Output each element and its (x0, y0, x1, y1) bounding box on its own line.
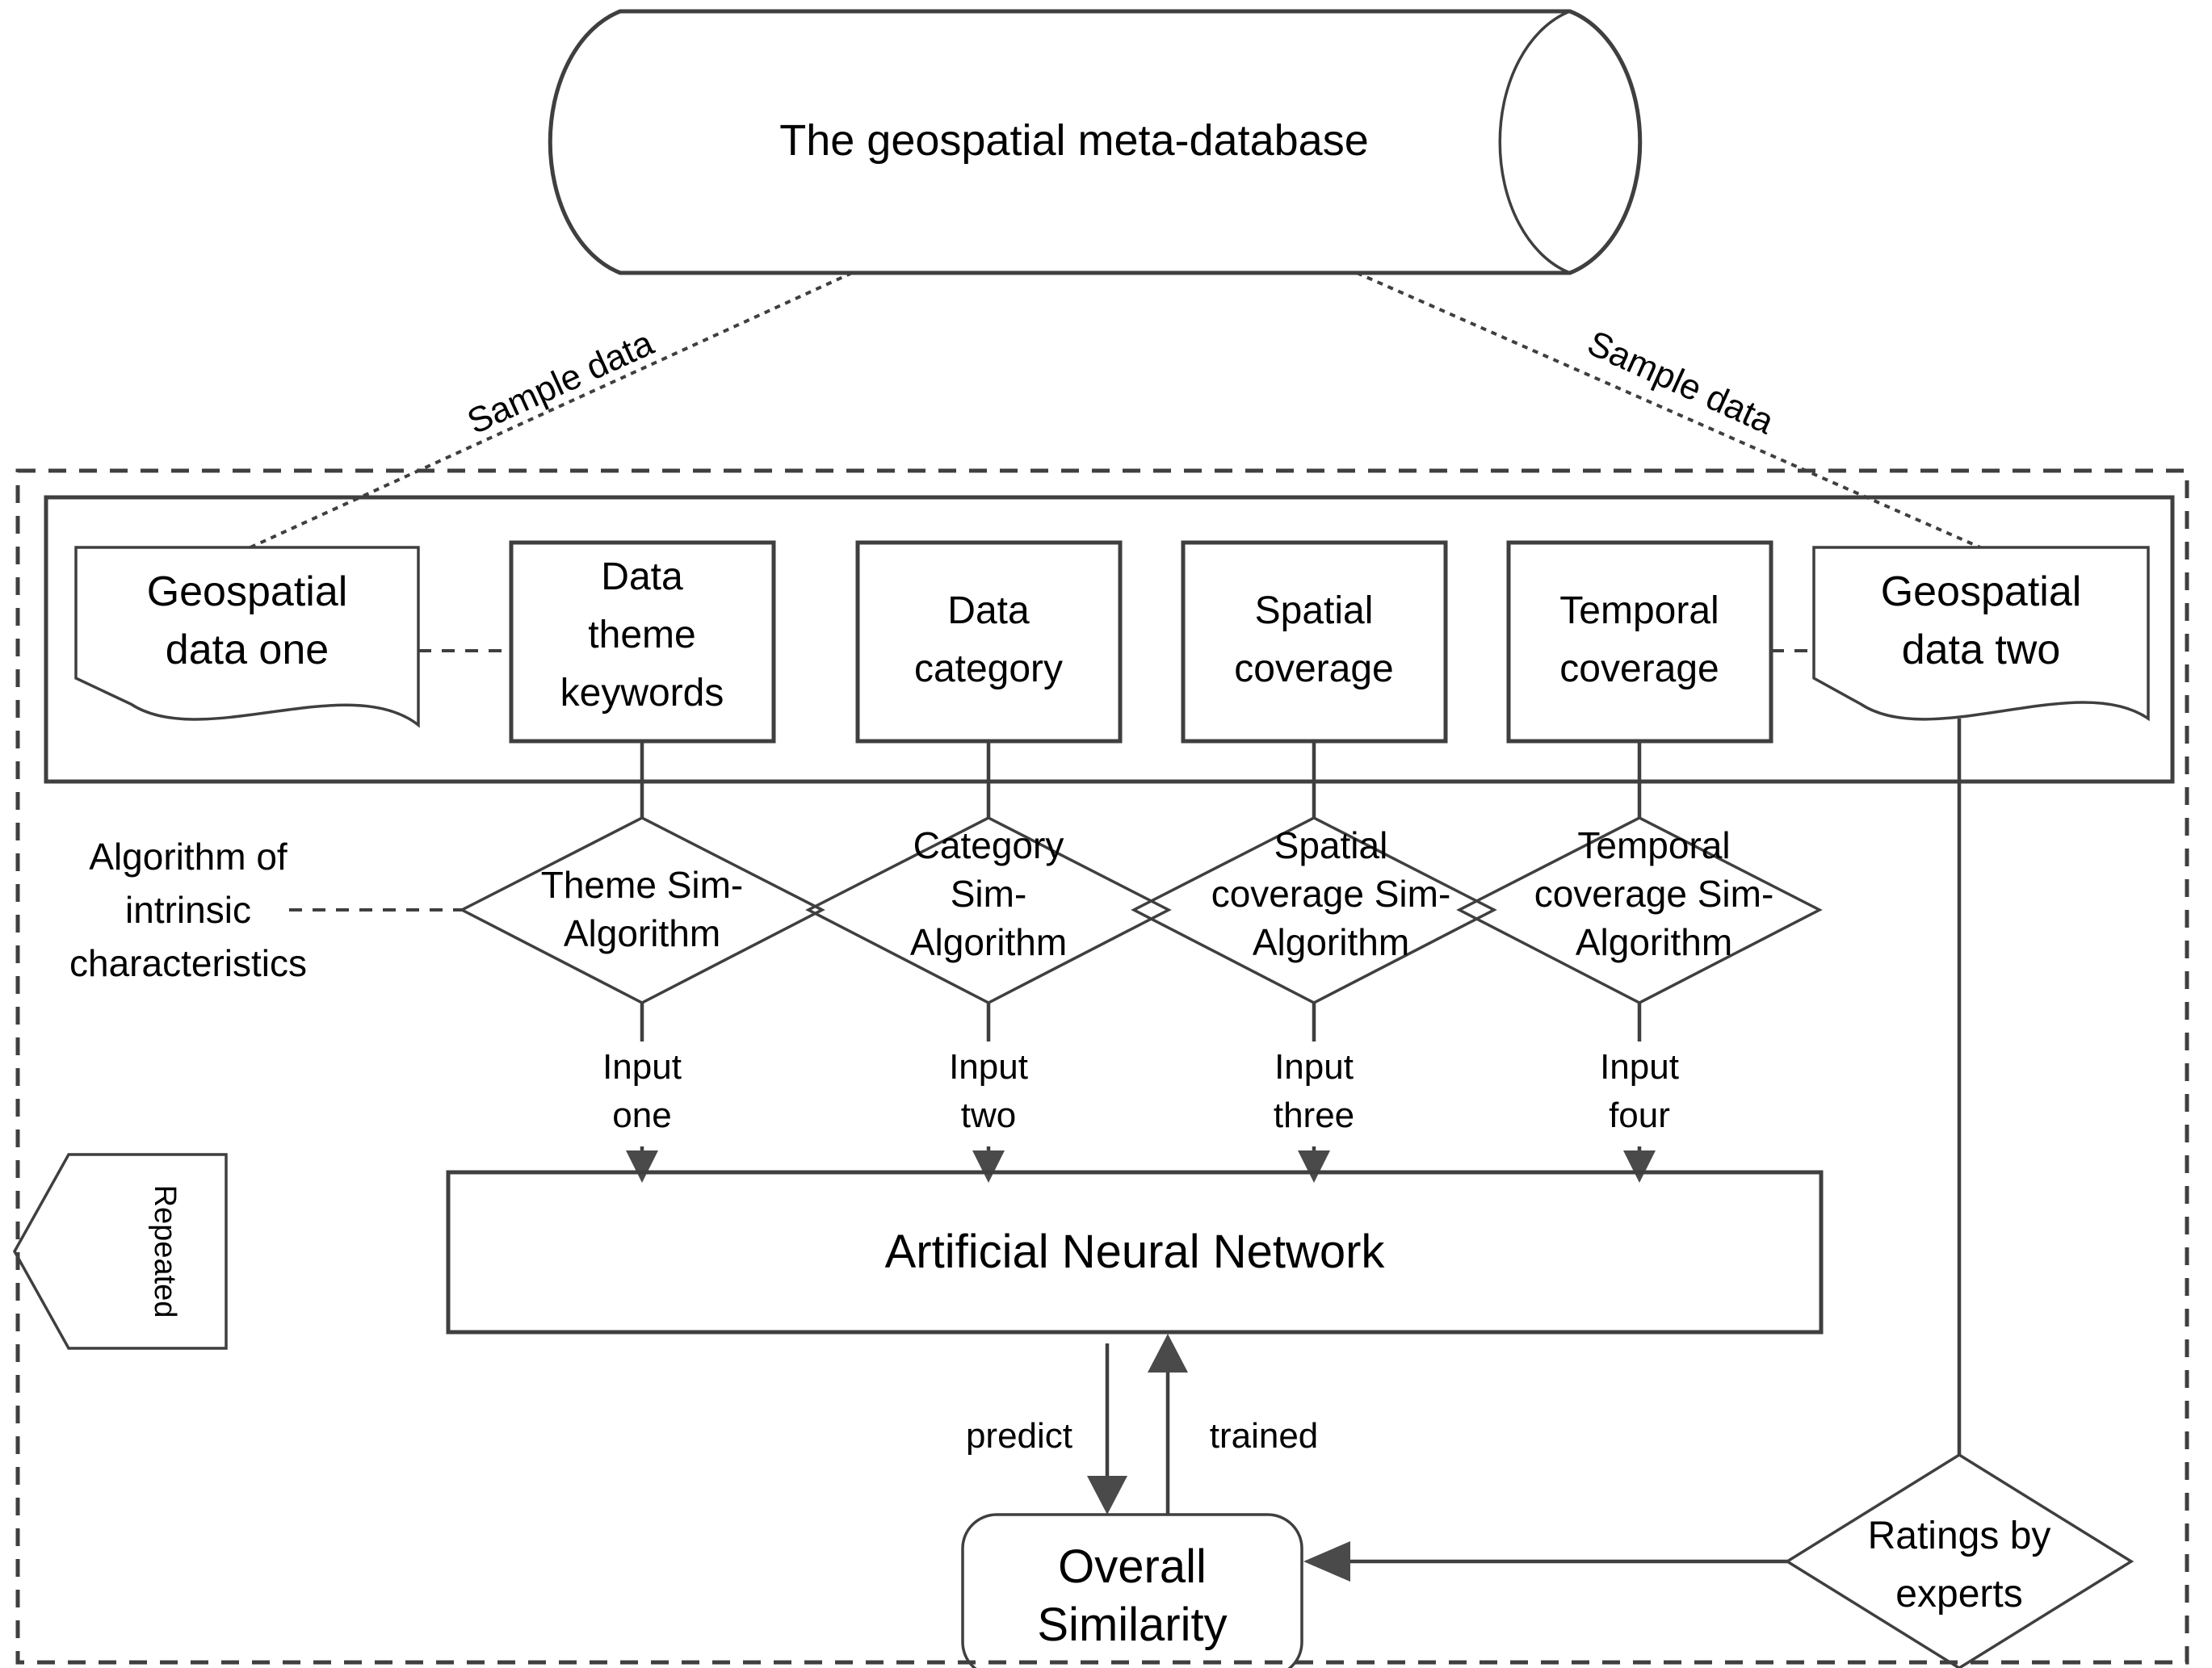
temporal-coverage-line-2: coverage (1559, 648, 1719, 690)
input-four-label-bg (1571, 1041, 1708, 1146)
category-sim-algorithm-line-2: Sim- (951, 873, 1027, 915)
geospatial-data-one-line-1: Geospatial (147, 568, 348, 615)
temporal-coverage-sim-algorithm-line-3: Algorithm (1576, 921, 1732, 963)
trained-label: trained (1210, 1416, 1319, 1456)
overall-similarity-line-1: Overall (1058, 1540, 1207, 1593)
temporal-coverage-sim-algorithm-line-2: coverage Sim- (1534, 873, 1774, 915)
temporal-coverage-line-1: Temporal (1559, 589, 1719, 632)
data-category-line-1: Data (947, 589, 1030, 632)
geospatial-data-one[interactable]: Geospatial data one (74, 546, 420, 728)
geospatial-data-one-line-2: data one (166, 627, 329, 673)
data-theme-keywords-box[interactable]: Data theme keywords (509, 540, 776, 744)
temporal-coverage-sim-algorithm-line-1: Temporal (1577, 824, 1730, 866)
input-four-line-2: four (1609, 1096, 1670, 1135)
ratings-to-overall-similarity-connector (1303, 1541, 1787, 1582)
spatial-coverage-line-1: Spatial (1255, 589, 1374, 632)
temporal-coverage-box[interactable]: Temporal coverage (1506, 540, 1773, 744)
artificial-neural-network-label: Artificial Neural Network (885, 1226, 1386, 1278)
geospatial-meta-database: The geospatial meta-database (548, 9, 1643, 275)
input-two-line-2: two (961, 1096, 1016, 1135)
input-one-label-bg (573, 1041, 711, 1146)
input-two-label-bg (920, 1041, 1057, 1146)
trained-connector (1148, 1334, 1188, 1515)
input-three-line-2: three (1274, 1096, 1354, 1135)
input-two-line-1: Input (949, 1047, 1028, 1087)
geospatial-data-two-line-1: Geospatial (1881, 568, 2082, 615)
input-four-line-1: Input (1600, 1047, 1679, 1087)
spatial-coverage-sim-algorithm-line-2: coverage Sim- (1211, 873, 1451, 915)
theme-sim-algorithm-diamond[interactable]: Theme Sim- Algorithm (459, 816, 825, 1004)
input-three-label-bg (1236, 1041, 1393, 1146)
input-one-line-1: Input (602, 1047, 682, 1087)
overall-similarity-line-2: Similarity (1037, 1599, 1227, 1651)
category-sim-algorithm-line-3: Algorithm (910, 921, 1067, 963)
algorithm-of-intrinsic-characteristics-annotation: Algorithm of intrinsic characteristics (69, 836, 462, 984)
data-theme-keywords-line-1: Data (601, 555, 683, 598)
repeated-label: Repeated (148, 1185, 182, 1318)
data-category-line-2: category (914, 648, 1063, 690)
ratings-by-experts-diamond[interactable]: Ratings by experts (1784, 1452, 2134, 1668)
theme-sim-algorithm-line-1: Theme Sim- (541, 864, 743, 906)
data-category-box[interactable]: Data category (855, 540, 1123, 744)
database-label: The geospatial meta-database (779, 116, 1368, 165)
data-extraction-container (44, 495, 2175, 784)
input-three-line-1: Input (1274, 1047, 1354, 1087)
sample-data-right-label: Sample data (1581, 323, 1780, 442)
spatial-coverage-line-2: coverage (1234, 648, 1393, 690)
theme-sim-algorithm-line-2: Algorithm (564, 912, 720, 954)
data-theme-keywords-line-2: theme (588, 614, 695, 656)
intrinsic-annotation-line-2: intrinsic (125, 889, 251, 931)
geospatial-data-two-line-2: data two (1902, 627, 2061, 673)
spatial-coverage-box[interactable]: Spatial coverage (1181, 540, 1448, 744)
data-theme-keywords-line-3: keywords (560, 672, 724, 715)
repeated-marker: Repeated (12, 1153, 228, 1350)
sample-data-right-connector (1356, 271, 1981, 549)
ratings-by-experts-line-2: experts (1895, 1573, 2022, 1616)
system-boundary-dashed (15, 468, 2189, 1665)
sample-data-left-label: Sample data (461, 323, 660, 442)
spatial-coverage-sim-algorithm-diamond[interactable]: Spatial coverage Sim- Algorithm (1131, 816, 1497, 1004)
category-sim-algorithm-line-1: Category (913, 824, 1064, 866)
overall-similarity-box[interactable]: Overall Similarity (961, 1513, 1303, 1668)
sample-data-left-connector (250, 271, 853, 549)
spatial-coverage-sim-algorithm-line-1: Spatial (1274, 824, 1388, 866)
temporal-coverage-sim-algorithm-diamond[interactable]: Temporal coverage Sim- Algorithm (1456, 816, 1823, 1004)
artificial-neural-network-box[interactable]: Artificial Neural Network (446, 1170, 1824, 1335)
predict-connector (1087, 1343, 1127, 1515)
predict-label: predict (966, 1416, 1072, 1456)
ratings-by-experts-line-1: Ratings by (1868, 1515, 2051, 1557)
intrinsic-annotation-line-3: characteristics (69, 942, 307, 984)
intrinsic-annotation-line-1: Algorithm of (89, 836, 288, 878)
input-one-line-2: one (612, 1096, 671, 1135)
geospatial-data-two[interactable]: Geospatial data two (1812, 546, 2150, 722)
spatial-coverage-sim-algorithm-line-3: Algorithm (1253, 921, 1409, 963)
category-sim-algorithm-diamond[interactable]: Category Sim- Algorithm (805, 816, 1172, 1004)
